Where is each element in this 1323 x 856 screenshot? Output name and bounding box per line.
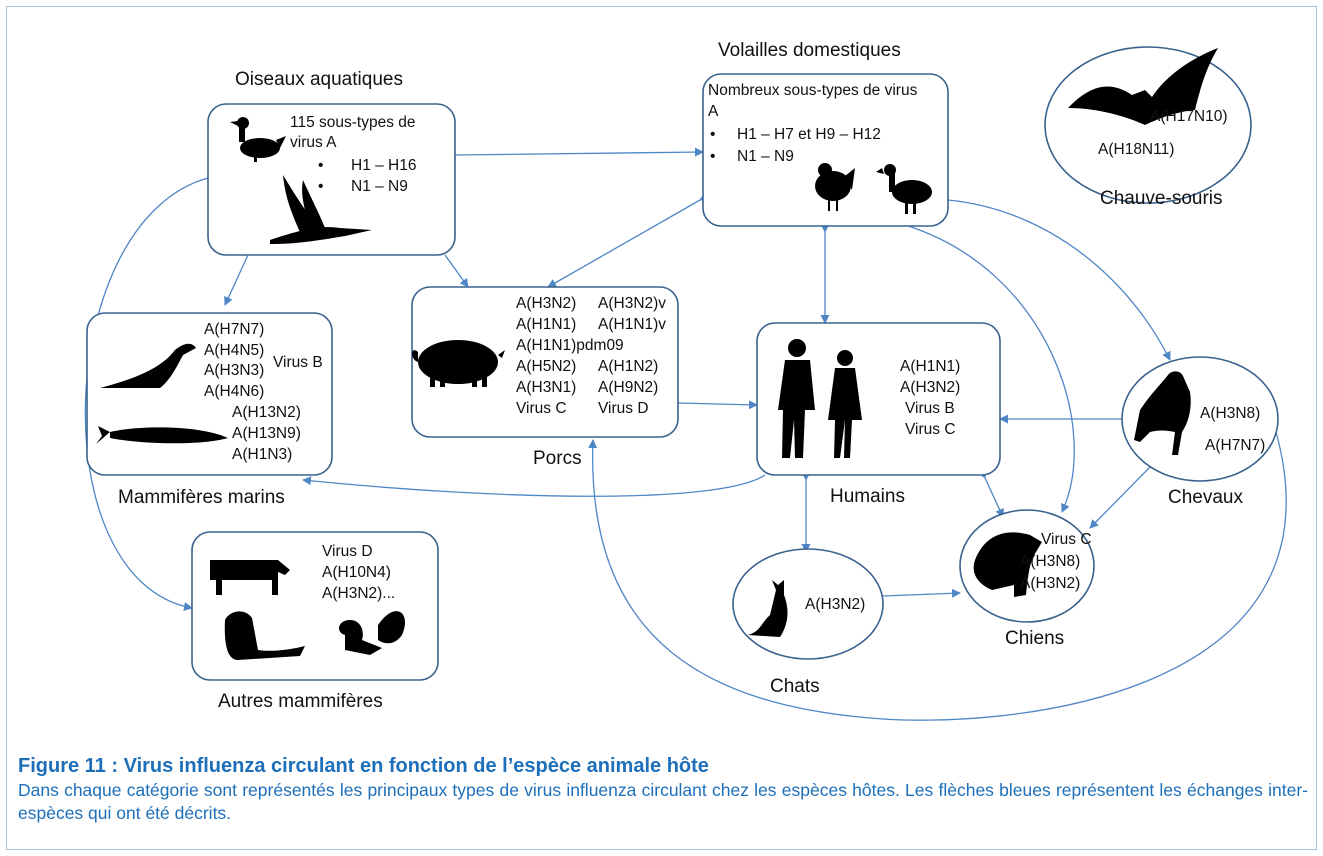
chiens-line: A(H3N2): [1020, 575, 1080, 592]
porcs-line: A(H3N2): [516, 295, 576, 312]
oiseaux-label: Oiseaux aquatiques: [235, 69, 403, 90]
autres-line: Virus D: [322, 543, 373, 560]
humains-line: A(H1N1): [900, 358, 960, 375]
arrow-chats-chiens: [874, 588, 961, 601]
horse-icon: [1134, 371, 1191, 455]
humains-line: Virus B: [905, 400, 955, 417]
whale-icon: [96, 426, 228, 444]
marins-line: Virus B: [273, 354, 323, 371]
chauve-line: A(H18N11): [1098, 141, 1174, 158]
bullet-icon: •: [318, 178, 323, 195]
arrow-oiseaux-porcs: [444, 254, 469, 288]
porcs-line: A(H1N1): [516, 316, 576, 333]
porcs-line: A(H1N1)v: [598, 316, 666, 333]
oiseaux-line: 115 sous-types de: [290, 114, 416, 131]
chats-line: A(H3N2): [805, 596, 865, 613]
marins-line: A(H4N6): [204, 383, 264, 400]
arrow-volailles-porcs: [547, 192, 710, 288]
porcs-line: A(H3N1): [516, 379, 576, 396]
bat-icon: [1068, 48, 1218, 125]
cat-icon: [748, 580, 788, 637]
arrow-volailles-chiens: [904, 224, 1075, 513]
humains-line: A(H3N2): [900, 379, 960, 396]
chiens-line: A(H3N8): [1020, 553, 1080, 570]
swan-flying-icon: [270, 175, 372, 244]
autres-box: [191, 531, 439, 681]
arrow-oiseaux-marins: [224, 254, 249, 306]
pig-icon: [412, 340, 505, 387]
caption-text: Dans chaque catégorie sont représentés l…: [18, 780, 1308, 823]
ferret-icon: [224, 611, 305, 660]
human-couple-icon: [778, 339, 862, 458]
chevaux-label: Chevaux: [1168, 487, 1243, 508]
porcs-line: A(H1N1)pdm09: [516, 337, 624, 354]
chicken-icon: [815, 163, 855, 211]
humains-line: Virus C: [905, 421, 956, 438]
marins-label: Mammifères marins: [118, 487, 285, 508]
arrows: [84, 147, 1287, 721]
cow-icon: [210, 560, 290, 595]
bullet-icon: •: [710, 148, 715, 165]
volailles-line: N1 – N9: [737, 148, 794, 165]
goose-icon: [876, 164, 932, 214]
oiseaux-line: N1 – N9: [351, 178, 408, 195]
diagram: Oiseaux aquatiques Volailles domestiques…: [84, 40, 1287, 721]
porcs-line: A(H9N2): [598, 379, 658, 396]
bullet-icon: •: [710, 126, 715, 143]
volailles-line: Nombreux sous-types de virus: [708, 82, 918, 99]
bullet-icon: •: [318, 157, 323, 174]
porcs-line: A(H3N2)v: [598, 295, 666, 312]
humains-box: [756, 322, 1001, 476]
porcs-line: A(H5N2): [516, 358, 576, 375]
oiseaux-line: virus A: [290, 134, 337, 151]
autres-line: A(H3N2)...: [322, 585, 395, 602]
autres-line: A(H10N4): [322, 564, 391, 581]
caption-title: Figure 11 : Virus influenza circulant en…: [18, 755, 709, 777]
chiens-label: Chiens: [1005, 628, 1064, 649]
arrow-oiseaux-volailles: [454, 147, 704, 157]
arrow-chevaux-porcs: [588, 431, 1287, 721]
volailles-label: Volailles domestiques: [718, 40, 901, 61]
chauve-box: [1044, 46, 1252, 204]
marins-line: A(H7N7): [204, 321, 264, 338]
porcs-line: Virus C: [516, 400, 567, 417]
marins-line: A(H4N5): [204, 342, 264, 359]
arrow-volailles-chevaux: [947, 199, 1171, 361]
sea-lion-icon: [100, 343, 196, 388]
porcs-label: Porcs: [533, 448, 582, 469]
marins-line: A(H1N3): [232, 446, 292, 463]
arrow-humains-chiens: [977, 468, 1004, 518]
marins-line: A(H13N2): [232, 404, 301, 421]
autres-label: Autres mammifères: [218, 691, 383, 712]
arrow-porcs-humains: [669, 398, 758, 410]
humains-label: Humains: [830, 486, 905, 507]
volailles-line: A: [708, 103, 719, 120]
oiseaux-line: H1 – H16: [351, 157, 416, 174]
chats-label: Chats: [770, 676, 820, 697]
figure-caption: Figure 11 : Virus influenza circulant en…: [18, 753, 1308, 825]
chiens-line: Virus C: [1041, 531, 1092, 548]
squirrel-icon: [338, 611, 405, 655]
chevaux-line: A(H7N7): [1205, 437, 1265, 454]
volailles-box: [702, 73, 949, 227]
dog-icon: [973, 532, 1042, 597]
porcs-line: A(H1N2): [598, 358, 658, 375]
porcs-box: [411, 286, 679, 438]
chauve-label: Chauve-souris: [1100, 188, 1223, 209]
duck-icon: [230, 117, 286, 162]
marins-line: A(H3N3): [204, 362, 264, 379]
arrow-oiseaux-autres: [84, 177, 209, 611]
porcs-line: Virus D: [598, 400, 649, 417]
arrow-chevaux-chiens: [1089, 466, 1151, 529]
chevaux-line: A(H3N8): [1200, 405, 1260, 422]
chauve-line: A(H17N10): [1150, 108, 1228, 125]
arrow-humains-marins: [302, 474, 766, 497]
marins-line: A(H13N9): [232, 425, 301, 442]
volailles-line: H1 – H7 et H9 – H12: [737, 126, 881, 143]
